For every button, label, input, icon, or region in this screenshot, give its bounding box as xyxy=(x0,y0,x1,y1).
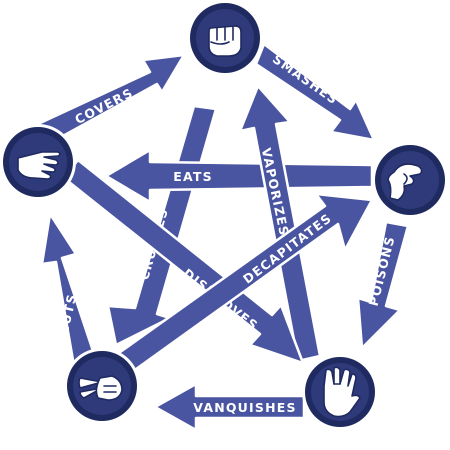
node-scissors xyxy=(64,348,140,424)
edge-poisons: POISONS xyxy=(356,220,410,350)
arrow-cuts xyxy=(40,212,98,368)
arrow-eats xyxy=(104,148,374,204)
arrow-poisons xyxy=(356,220,410,350)
rock-hand-icon xyxy=(208,25,242,57)
arrow-vaporizes xyxy=(238,84,322,363)
edge-covers: COVERS xyxy=(36,53,186,144)
edge-vanquishes: VANQUISHES xyxy=(153,382,306,432)
label-eats: EATS xyxy=(173,169,213,184)
arrow-smashes xyxy=(254,42,376,142)
lizard-hand-icon xyxy=(387,163,423,201)
arrow-covers xyxy=(36,53,186,144)
edge-cuts: CUTS xyxy=(40,212,98,368)
label-vanquishes: VANQUISHES xyxy=(193,400,296,415)
arrow-decapitates xyxy=(100,192,374,384)
arrow-vanquishes xyxy=(153,382,306,432)
node-rock xyxy=(187,0,263,76)
scissors-hand-icon xyxy=(78,375,123,401)
node-lizard xyxy=(372,142,448,218)
edge-eats: EATS xyxy=(104,148,374,204)
node-paper xyxy=(0,124,76,200)
paper-hand-icon xyxy=(17,151,61,180)
node-spock xyxy=(302,354,378,430)
arrow-disproves xyxy=(62,158,305,365)
spock-hand-icon xyxy=(323,366,361,418)
